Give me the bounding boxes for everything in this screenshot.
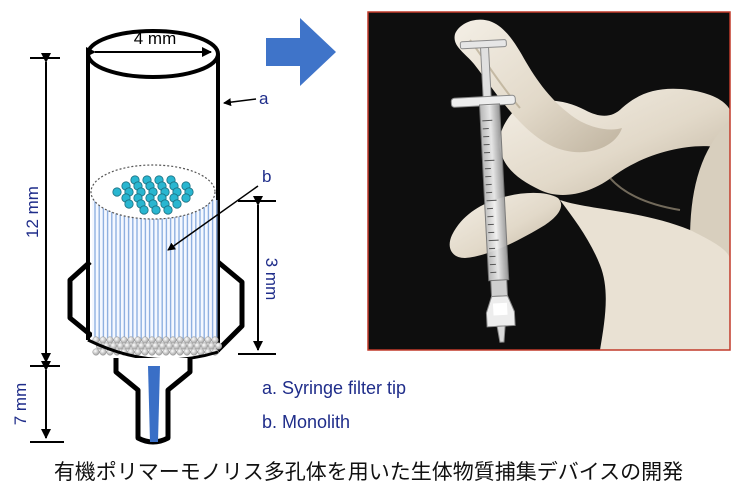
barrel-graduation [482,119,493,122]
monolith-height-label: 3 mm [262,258,281,301]
support-bead [127,336,135,344]
support-bead [134,336,142,344]
support-bead [99,348,107,356]
support-bead [169,336,177,344]
support-bead [169,348,177,356]
support-bead [123,342,132,350]
height-total-label: 12 mm [23,186,42,238]
support-bead [190,348,198,356]
support-bead [155,336,163,344]
figure-caption: 有機ポリマーモノリス多孔体を用いた生体物質捕集デバイスの開発 [53,460,684,484]
support-bead [165,342,174,350]
glove-index-finger [454,19,622,153]
support-bead [172,342,181,350]
support-bead [190,336,198,344]
width-label: 4 mm [134,29,177,48]
support-bead [141,348,149,356]
label-a: a [259,89,269,108]
support-bead [116,342,125,350]
support-bead [148,348,156,356]
support-bead [193,342,202,350]
support-bead [151,342,160,350]
support-bead [183,336,191,344]
pore-opening [172,199,182,209]
support-bead [141,336,149,344]
support-bead [155,348,163,356]
support-bead [148,336,156,344]
support-bead [200,342,209,350]
photo-frame [367,11,731,351]
support-bead [144,342,153,350]
support-bead [211,336,219,344]
pore-opening [163,205,173,215]
support-bead [214,342,223,350]
outlet-flow [148,366,160,442]
barrel-graduation [486,199,497,202]
legend-item-a: a. Syringe filter tip [262,378,406,398]
support-bead [162,348,170,356]
support-bead [179,342,188,350]
monolith [90,164,223,356]
support-bead [113,336,121,344]
barrel-graduation [488,239,499,242]
support-bead [197,336,205,344]
label-a-pointer [223,98,257,107]
support-bead [99,336,107,344]
support-bead [158,342,167,350]
support-bead [197,348,205,356]
support-bead [176,348,184,356]
label-b-pointer [167,185,259,251]
support-bead [176,336,184,344]
pore-opening [139,205,149,215]
syringe-filter-tip [67,29,245,445]
legend-item-b: b. Monolith [262,412,350,432]
support-bead [204,336,212,344]
support-bead [134,348,142,356]
support-bead [186,342,195,350]
syringe-photo [367,11,731,351]
pore-opening [124,199,134,209]
barrel-graduation [484,159,495,162]
support-bead [106,336,114,344]
support-bead [137,342,146,350]
support-bead [120,336,128,344]
filter-wing-left [67,260,94,338]
syringe [450,39,516,343]
filter-wing-right [214,260,245,354]
support-bead [207,342,216,350]
support-bead [183,348,191,356]
pore-opening [112,187,122,197]
support-bead [92,348,100,356]
pore-opening [181,193,191,203]
transition-arrow-icon [266,18,336,86]
tip-height-label: 7 mm [11,383,30,426]
label-b: b [262,167,271,186]
support-bead [162,336,170,344]
pore-opening [151,205,161,215]
support-bead [130,342,139,350]
